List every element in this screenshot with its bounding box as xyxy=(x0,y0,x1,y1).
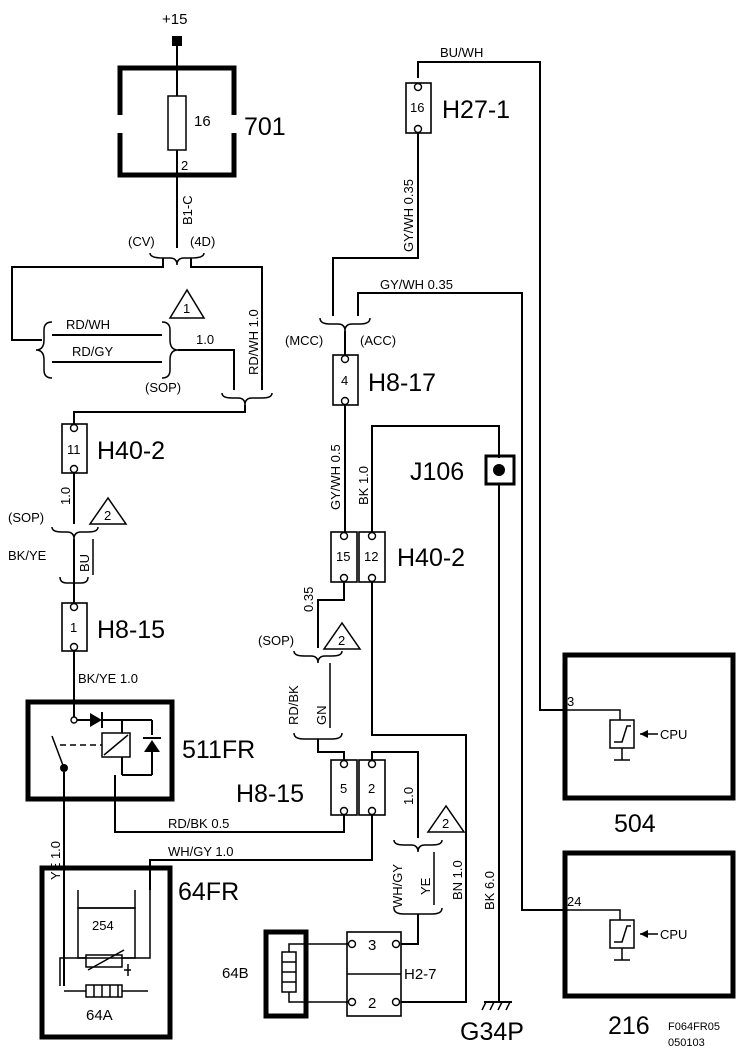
note-1-triangle: 1 xyxy=(168,288,206,319)
note-2-triangle-c: 2 xyxy=(426,804,466,833)
connector-h8-17: 4 H8-17 xyxy=(332,354,436,406)
component-701: 16 2 701 xyxy=(116,65,286,178)
wire-rdbk-05: RD/BK 0.5 xyxy=(168,816,229,831)
component-64b: 64B xyxy=(222,929,348,1019)
connector-pin-b: 2 xyxy=(368,995,376,1012)
wire-size-035: 0.35 xyxy=(301,587,316,612)
cpu-label: CPU xyxy=(660,727,687,742)
note-1-number: 1 xyxy=(183,301,190,316)
connector-h8-15-bot: 5 2 H8-15 xyxy=(236,759,386,816)
connector-h40-2-top: 11 H40-2 xyxy=(61,423,165,474)
wire-acc: (ACC) xyxy=(360,333,396,348)
wire-size-1: 1.0 xyxy=(196,332,214,347)
component-504-pin: 3 xyxy=(567,694,574,709)
figure-date: 050103 xyxy=(668,1037,705,1049)
wire-bu: BU xyxy=(77,554,92,572)
wire-ye: YE xyxy=(418,877,433,895)
connector-pin: 16 xyxy=(410,100,424,115)
wire-gywh-035: GY/WH 0.35 xyxy=(401,179,416,252)
wire-sop-3: (SOP) xyxy=(258,633,294,648)
component-504: 3 CPU 504 xyxy=(562,652,736,838)
connector-h27-1: 16 H27-1 xyxy=(405,82,510,134)
connector-label: J106 xyxy=(410,458,464,486)
connector-pin: 4 xyxy=(341,373,348,388)
connector-j106: J106 xyxy=(410,454,516,486)
connector-label: H8-17 xyxy=(368,369,436,397)
wire-bkye: BK/YE xyxy=(8,548,47,563)
wire-gywh-035h: GY/WH 0.35 xyxy=(380,277,453,292)
fuse-number: 16 xyxy=(194,113,211,130)
connector-label: H8-15 xyxy=(236,780,304,808)
wire-size-2: 1.0 xyxy=(58,487,73,505)
connector-label: H2-7 xyxy=(404,966,437,983)
wire-4d: (4D) xyxy=(190,234,215,249)
connector-pin-a: 3 xyxy=(368,937,376,954)
component-64a-label: 64A xyxy=(86,1007,113,1024)
note-2-triangle-a: 2 xyxy=(88,496,128,525)
ground-g34p: G34P xyxy=(460,1001,524,1046)
note-2-triangle-b: 2 xyxy=(322,621,362,650)
component-504-label: 504 xyxy=(614,810,656,838)
component-216-pin: 24 xyxy=(567,894,581,909)
component-511fr-label: 511FR xyxy=(182,736,255,764)
component-701-label: 701 xyxy=(244,113,286,141)
note-2b-number: 2 xyxy=(338,633,345,648)
wire-bk-60: BK 6.0 xyxy=(482,871,497,910)
wire-size-3: 1.0 xyxy=(401,787,416,805)
wire-rdbk: RD/BK xyxy=(286,685,301,725)
connector-pin: 1 xyxy=(70,620,77,635)
wire-buwh: BU/WH xyxy=(440,45,483,60)
component-64fr-inner: 254 xyxy=(92,918,114,933)
wire-whgy-10: WH/GY 1.0 xyxy=(168,844,234,859)
supply-label: +15 xyxy=(162,11,187,28)
connector-h2-7: 3 2 H2-7 xyxy=(346,931,437,1017)
wire-whgy: WH/GY xyxy=(390,864,405,908)
connector-label: H40-2 xyxy=(97,437,165,465)
wire-sop-1: (SOP) xyxy=(145,380,181,395)
wire-bk-10: BK 1.0 xyxy=(356,466,371,505)
connector-label: H40-2 xyxy=(397,544,465,572)
wire-gn: GN xyxy=(314,706,329,726)
wire-cv: (CV) xyxy=(128,234,155,249)
wire-rdwh-10: RD/WH 1.0 xyxy=(246,309,261,375)
connector-label: H27-1 xyxy=(442,96,510,124)
component-216: 24 CPU 216 xyxy=(562,850,736,1040)
wire-bn-10: BN 1.0 xyxy=(450,860,465,900)
figure-code: F064FR05 xyxy=(668,1021,720,1033)
connector-h8-15-top: 1 H8-15 xyxy=(61,602,165,652)
cpu-label: CPU xyxy=(660,927,687,942)
wire-ye-10: YE 1.0 xyxy=(48,841,63,880)
connector-label: H8-15 xyxy=(97,616,165,644)
component-64fr: 64FR 254 64A xyxy=(39,865,239,1040)
component-64b-label: 64B xyxy=(222,965,249,982)
component-64fr-label: 64FR xyxy=(178,878,239,906)
connector-h40-2-mid: 15 12 H40-2 xyxy=(330,531,465,583)
component-216-label: 216 xyxy=(608,1012,650,1040)
wire-bkye-10: BK/YE 1.0 xyxy=(78,671,138,686)
note-2c-number: 2 xyxy=(442,816,449,831)
supply-terminal: +15 xyxy=(162,11,187,46)
wire-rdgy: RD/GY xyxy=(72,344,114,359)
fuse-pin: 2 xyxy=(181,158,188,173)
connector-pin: 11 xyxy=(67,442,81,457)
wire-b1c: B1-C xyxy=(180,195,195,225)
connector-pin-b: 2 xyxy=(368,781,375,796)
connector-pin-b: 12 xyxy=(364,549,378,564)
wire-sop-2: (SOP) xyxy=(8,510,44,525)
ground-label: G34P xyxy=(460,1018,524,1046)
wire-gywh-05: GY/WH 0.5 xyxy=(328,444,343,510)
connector-pin-a: 5 xyxy=(340,781,347,796)
wire-rdwh: RD/WH xyxy=(66,317,110,332)
note-2a-number: 2 xyxy=(104,508,111,523)
component-511fr: 511FR xyxy=(25,699,255,802)
connector-pin-a: 15 xyxy=(336,549,350,564)
wire-mcc: (MCC) xyxy=(285,333,323,348)
